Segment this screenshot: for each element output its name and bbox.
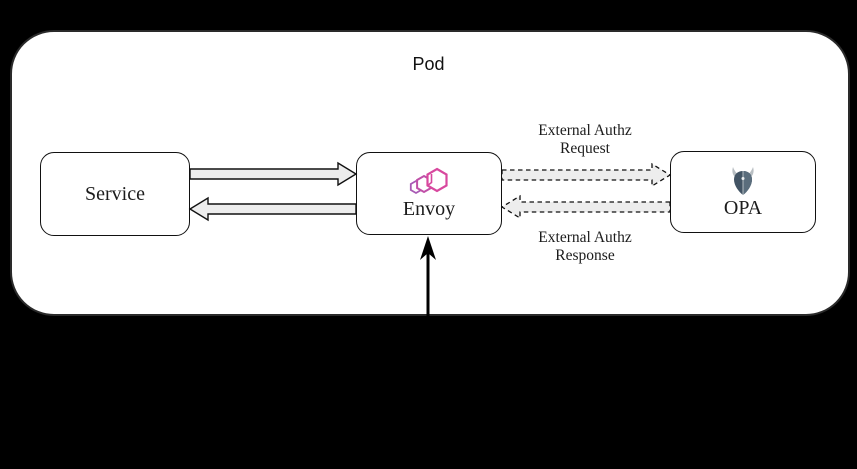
node-label: Service xyxy=(85,183,145,205)
node-envoy: Envoy xyxy=(356,152,502,235)
opa-helmet-icon xyxy=(732,166,754,195)
node-label: OPA xyxy=(723,196,763,219)
pod-title: Pod xyxy=(412,54,445,74)
node-service: Service xyxy=(40,152,190,236)
node-label: Envoy xyxy=(402,198,456,220)
envoy-hexagons-icon xyxy=(409,167,448,195)
node-opa: OPA xyxy=(670,151,816,233)
external-authz-response-label: External Authz Response xyxy=(538,229,632,264)
external-authz-request-label: External Authz Request xyxy=(538,122,632,157)
